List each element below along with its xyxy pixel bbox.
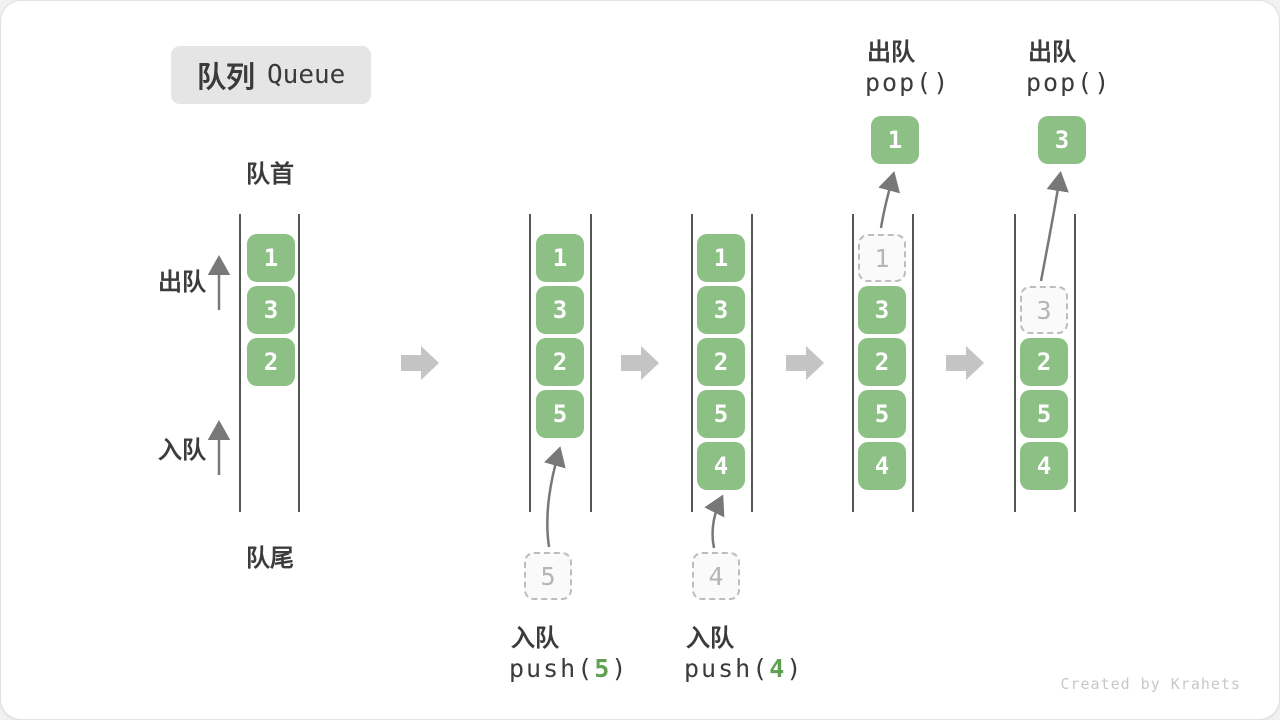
queue-cell: 2	[697, 338, 745, 386]
queue-cell: 1	[697, 234, 745, 282]
queue-cell: 3	[247, 286, 295, 334]
front-label: 队首	[246, 161, 294, 188]
code-fn-open: push(	[509, 654, 595, 683]
queue-cell: 3	[536, 286, 584, 334]
queue3-right-wall	[751, 214, 753, 512]
title-badge: 队列 Queue	[171, 46, 372, 104]
watermark-credit: Created by Krahets	[1060, 675, 1241, 693]
dequeue-side-label: 出队	[158, 269, 206, 296]
queue-cell: 3	[858, 286, 906, 334]
code-fn-close: )	[786, 654, 804, 683]
transition-arrow-icon	[401, 346, 439, 380]
rear-label: 队尾	[246, 545, 294, 572]
queue-cell: 5	[858, 390, 906, 438]
dequeue-op-code: pop()	[1026, 68, 1112, 97]
staging-cell: 4	[692, 552, 740, 600]
queue2-left-wall	[529, 214, 531, 512]
queue-cell: 5	[536, 390, 584, 438]
queue3-left-wall	[691, 214, 693, 512]
code-fn-open: push(	[684, 654, 770, 683]
enqueue-arrow-icon	[704, 494, 725, 549]
transition-arrow-icon	[621, 346, 659, 380]
dequeue-op-label: 出队	[1028, 39, 1076, 66]
queue-cell: 2	[1020, 338, 1068, 386]
enqueue-op-label: 入队	[686, 625, 734, 652]
queue-cell: 3	[697, 286, 745, 334]
enqueue-op-code: push(5)	[509, 654, 628, 683]
queue1-left-wall	[239, 214, 241, 512]
queue-cell: 5	[1020, 390, 1068, 438]
title-chinese: 队列	[197, 62, 256, 94]
dequeued-ghost-cell: 1	[858, 234, 906, 282]
queue5-left-wall	[1014, 214, 1016, 512]
dequeue-op-code: pop()	[865, 68, 951, 97]
transition-arrow-icon	[786, 346, 824, 380]
queue-cell: 2	[247, 338, 295, 386]
dequeue-arrow-icon	[878, 171, 901, 229]
queue-cell: 4	[858, 442, 906, 490]
staging-cell: 5	[524, 552, 572, 600]
enqueue-op-code: push(4)	[684, 654, 803, 683]
code-fn-close: )	[611, 654, 629, 683]
queue-cell: 2	[536, 338, 584, 386]
queue-cell: 2	[858, 338, 906, 386]
queue-cell: 4	[697, 442, 745, 490]
code-arg: 5	[594, 654, 612, 683]
queue1-right-wall	[298, 214, 300, 512]
popped-value-box: 1	[871, 116, 919, 164]
queue5-right-wall	[1074, 214, 1076, 512]
code-arg: 4	[769, 654, 787, 683]
enqueue-arrow-icon	[544, 446, 566, 548]
queue4-left-wall	[852, 214, 854, 512]
transition-arrow-icon	[946, 346, 984, 380]
enqueue-side-label: 入队	[158, 437, 206, 464]
queue-cell: 4	[1020, 442, 1068, 490]
popped-value-box: 3	[1038, 116, 1086, 164]
dequeue-op-label: 出队	[867, 39, 915, 66]
queue-cell: 1	[247, 234, 295, 282]
dequeued-ghost-cell: 3	[1020, 286, 1068, 334]
queue4-right-wall	[912, 214, 914, 512]
queue-cell: 1	[536, 234, 584, 282]
queue2-right-wall	[590, 214, 592, 512]
enqueue-op-label: 入队	[511, 625, 559, 652]
title-english: Queue	[267, 60, 346, 90]
queue-cell: 5	[697, 390, 745, 438]
dequeue-arrow-icon	[1039, 171, 1069, 282]
